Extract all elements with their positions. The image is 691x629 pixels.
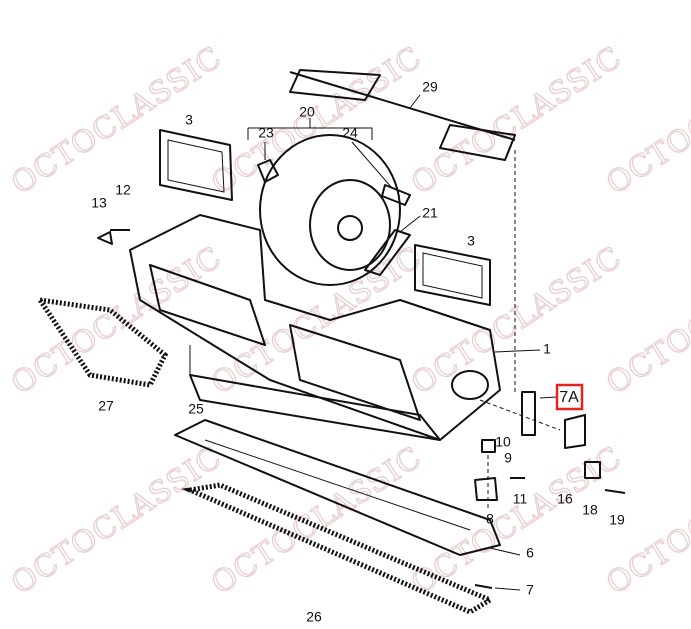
callout-25: 25 [188, 401, 204, 417]
callout-21: 21 [422, 205, 438, 221]
callout-26: 26 [306, 609, 322, 625]
callout-13: 13 [91, 195, 107, 211]
callout-12: 12 [115, 182, 131, 198]
callout-20: 20 [299, 104, 315, 120]
callout-27: 27 [98, 398, 114, 414]
watermark: OCTOCLASSIC [405, 240, 628, 402]
watermark: OCTOCLASSIC [5, 440, 228, 602]
watermark: OCTOCLASSIC [405, 40, 628, 202]
callout-3b: 3 [467, 233, 475, 249]
callout-9: 9 [504, 450, 512, 466]
callout-8: 8 [486, 511, 494, 527]
callout-11: 11 [513, 491, 528, 507]
parts-drawing [34, 69, 626, 615]
callout-7: 7 [526, 582, 534, 598]
callout-24: 24 [342, 125, 358, 141]
highlight-box [555, 383, 584, 411]
callout-6: 6 [526, 545, 534, 561]
watermark: OCTOCLASSIC [5, 40, 228, 202]
callout-18: 18 [582, 502, 598, 518]
watermark: OCTOCLASSIC [205, 240, 428, 402]
callout-23: 23 [258, 125, 274, 141]
callout-16: 16 [557, 491, 573, 507]
callout-29: 29 [422, 79, 438, 95]
callout-19: 19 [609, 512, 625, 528]
callout-10: 10 [495, 434, 511, 450]
callout-3: 3 [185, 112, 193, 128]
watermark: OCTOCLASSIC [205, 40, 428, 202]
part-callouts: 29 3 20 23 24 13 12 21 3 1 27 25 7A 10 9… [91, 79, 625, 625]
watermark: OCTOCLASSIC [405, 440, 628, 602]
callout-1: 1 [543, 341, 551, 357]
callout-7a[interactable]: 7A [559, 389, 579, 406]
